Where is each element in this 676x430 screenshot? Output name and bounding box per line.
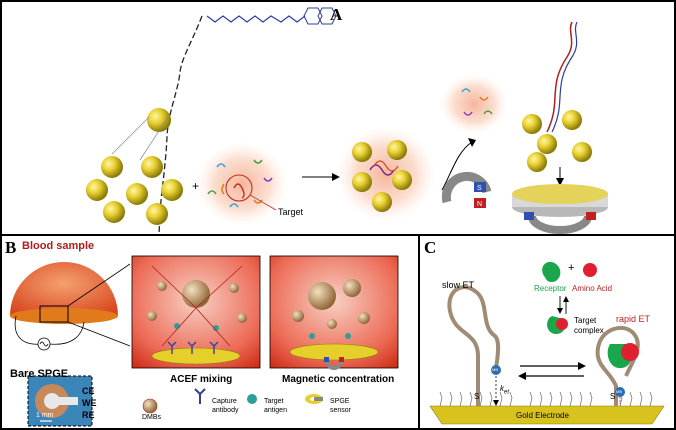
target-complex-label-1: Target <box>574 316 597 325</box>
zoom-box <box>39 305 69 323</box>
gold-electrode-label: Gold Electrode <box>516 411 569 420</box>
target-strands <box>207 159 273 208</box>
bead-cluster-2 <box>352 140 412 212</box>
svg-text:+: + <box>192 179 199 193</box>
electrode-disc <box>512 184 608 234</box>
acef-particles <box>147 265 247 347</box>
magnet-icon: S N <box>441 171 492 208</box>
panel-b: B Blood sample <box>0 234 420 430</box>
dmb-legend-icon <box>142 398 158 414</box>
re-label: RE <box>82 410 95 420</box>
panel-c-illustration <box>429 261 665 425</box>
magnetic-bead-large <box>147 108 171 132</box>
plus-sign: + <box>568 262 575 274</box>
blood-dome <box>10 262 118 316</box>
rapid-et-label: rapid ET <box>616 314 651 324</box>
bead-cluster-3 <box>522 21 592 172</box>
panel-b-illustration <box>10 255 399 427</box>
legend-dmbs: DMBs <box>142 414 162 421</box>
magnetic-particles <box>292 279 370 339</box>
sulfur-label-left: S <box>474 392 480 401</box>
receptor-icon <box>542 261 561 282</box>
mb-label-right: MB <box>616 389 622 394</box>
svg-text:N: N <box>477 201 482 208</box>
blood-sample-title: Blood sample <box>22 240 95 252</box>
panel-c: C <box>418 234 676 430</box>
receptor-label: Receptor <box>534 284 567 293</box>
target-highlight-circle <box>225 174 253 202</box>
panel-a-illustration: + <box>86 7 608 234</box>
panel-a: A <box>0 0 676 236</box>
bead-cluster-1 <box>86 156 183 225</box>
linker-molecule <box>158 7 337 234</box>
capture-antibody-icon <box>194 388 206 404</box>
legend-target-2: antigen <box>264 407 287 414</box>
mb-redox-tag-right <box>615 387 625 397</box>
panel-b-label: B <box>5 238 17 257</box>
magnet-icon-small <box>325 360 343 370</box>
legend-spge-1: SPGE <box>330 398 350 405</box>
panel-c-label: C <box>424 238 437 257</box>
ce-label: CE <box>82 386 95 396</box>
legend-capture-2: antibody <box>212 407 239 414</box>
svg-text:S: S <box>477 185 482 192</box>
unbound-targets <box>440 74 508 134</box>
legend-target-1: Target <box>264 398 284 405</box>
acef-mixing-label: ACEF mixing <box>170 374 233 385</box>
mb-label-left: MB <box>492 367 498 372</box>
monolayer <box>439 391 653 407</box>
legend-spge-2: sensor <box>330 407 352 414</box>
legend-capture-1: Capture <box>212 398 237 405</box>
amino-acid-label: Amino Acid <box>572 284 613 293</box>
sample-glow <box>196 142 288 226</box>
mb-redox-tag-left <box>491 365 501 375</box>
sulfur-label-right: S <box>610 392 616 401</box>
scale-label: 1 mm <box>36 412 54 419</box>
aptamer-open <box>447 285 501 406</box>
gold-electrode <box>429 405 665 425</box>
target-label: Target <box>278 207 304 217</box>
spge-sensor-icon <box>305 394 323 404</box>
amino-acid-icon <box>583 263 597 277</box>
target-antigen-icon <box>247 394 257 404</box>
target-complex-label-2: complex <box>574 326 604 335</box>
bare-spge-title: Bare SPGE <box>10 368 69 380</box>
slow-et-label: slow ET <box>442 280 475 290</box>
we-label: WE <box>82 398 97 408</box>
magnetic-concentration-label: Magnetic concentration <box>282 374 395 385</box>
k-et-label: ket <box>500 384 510 396</box>
